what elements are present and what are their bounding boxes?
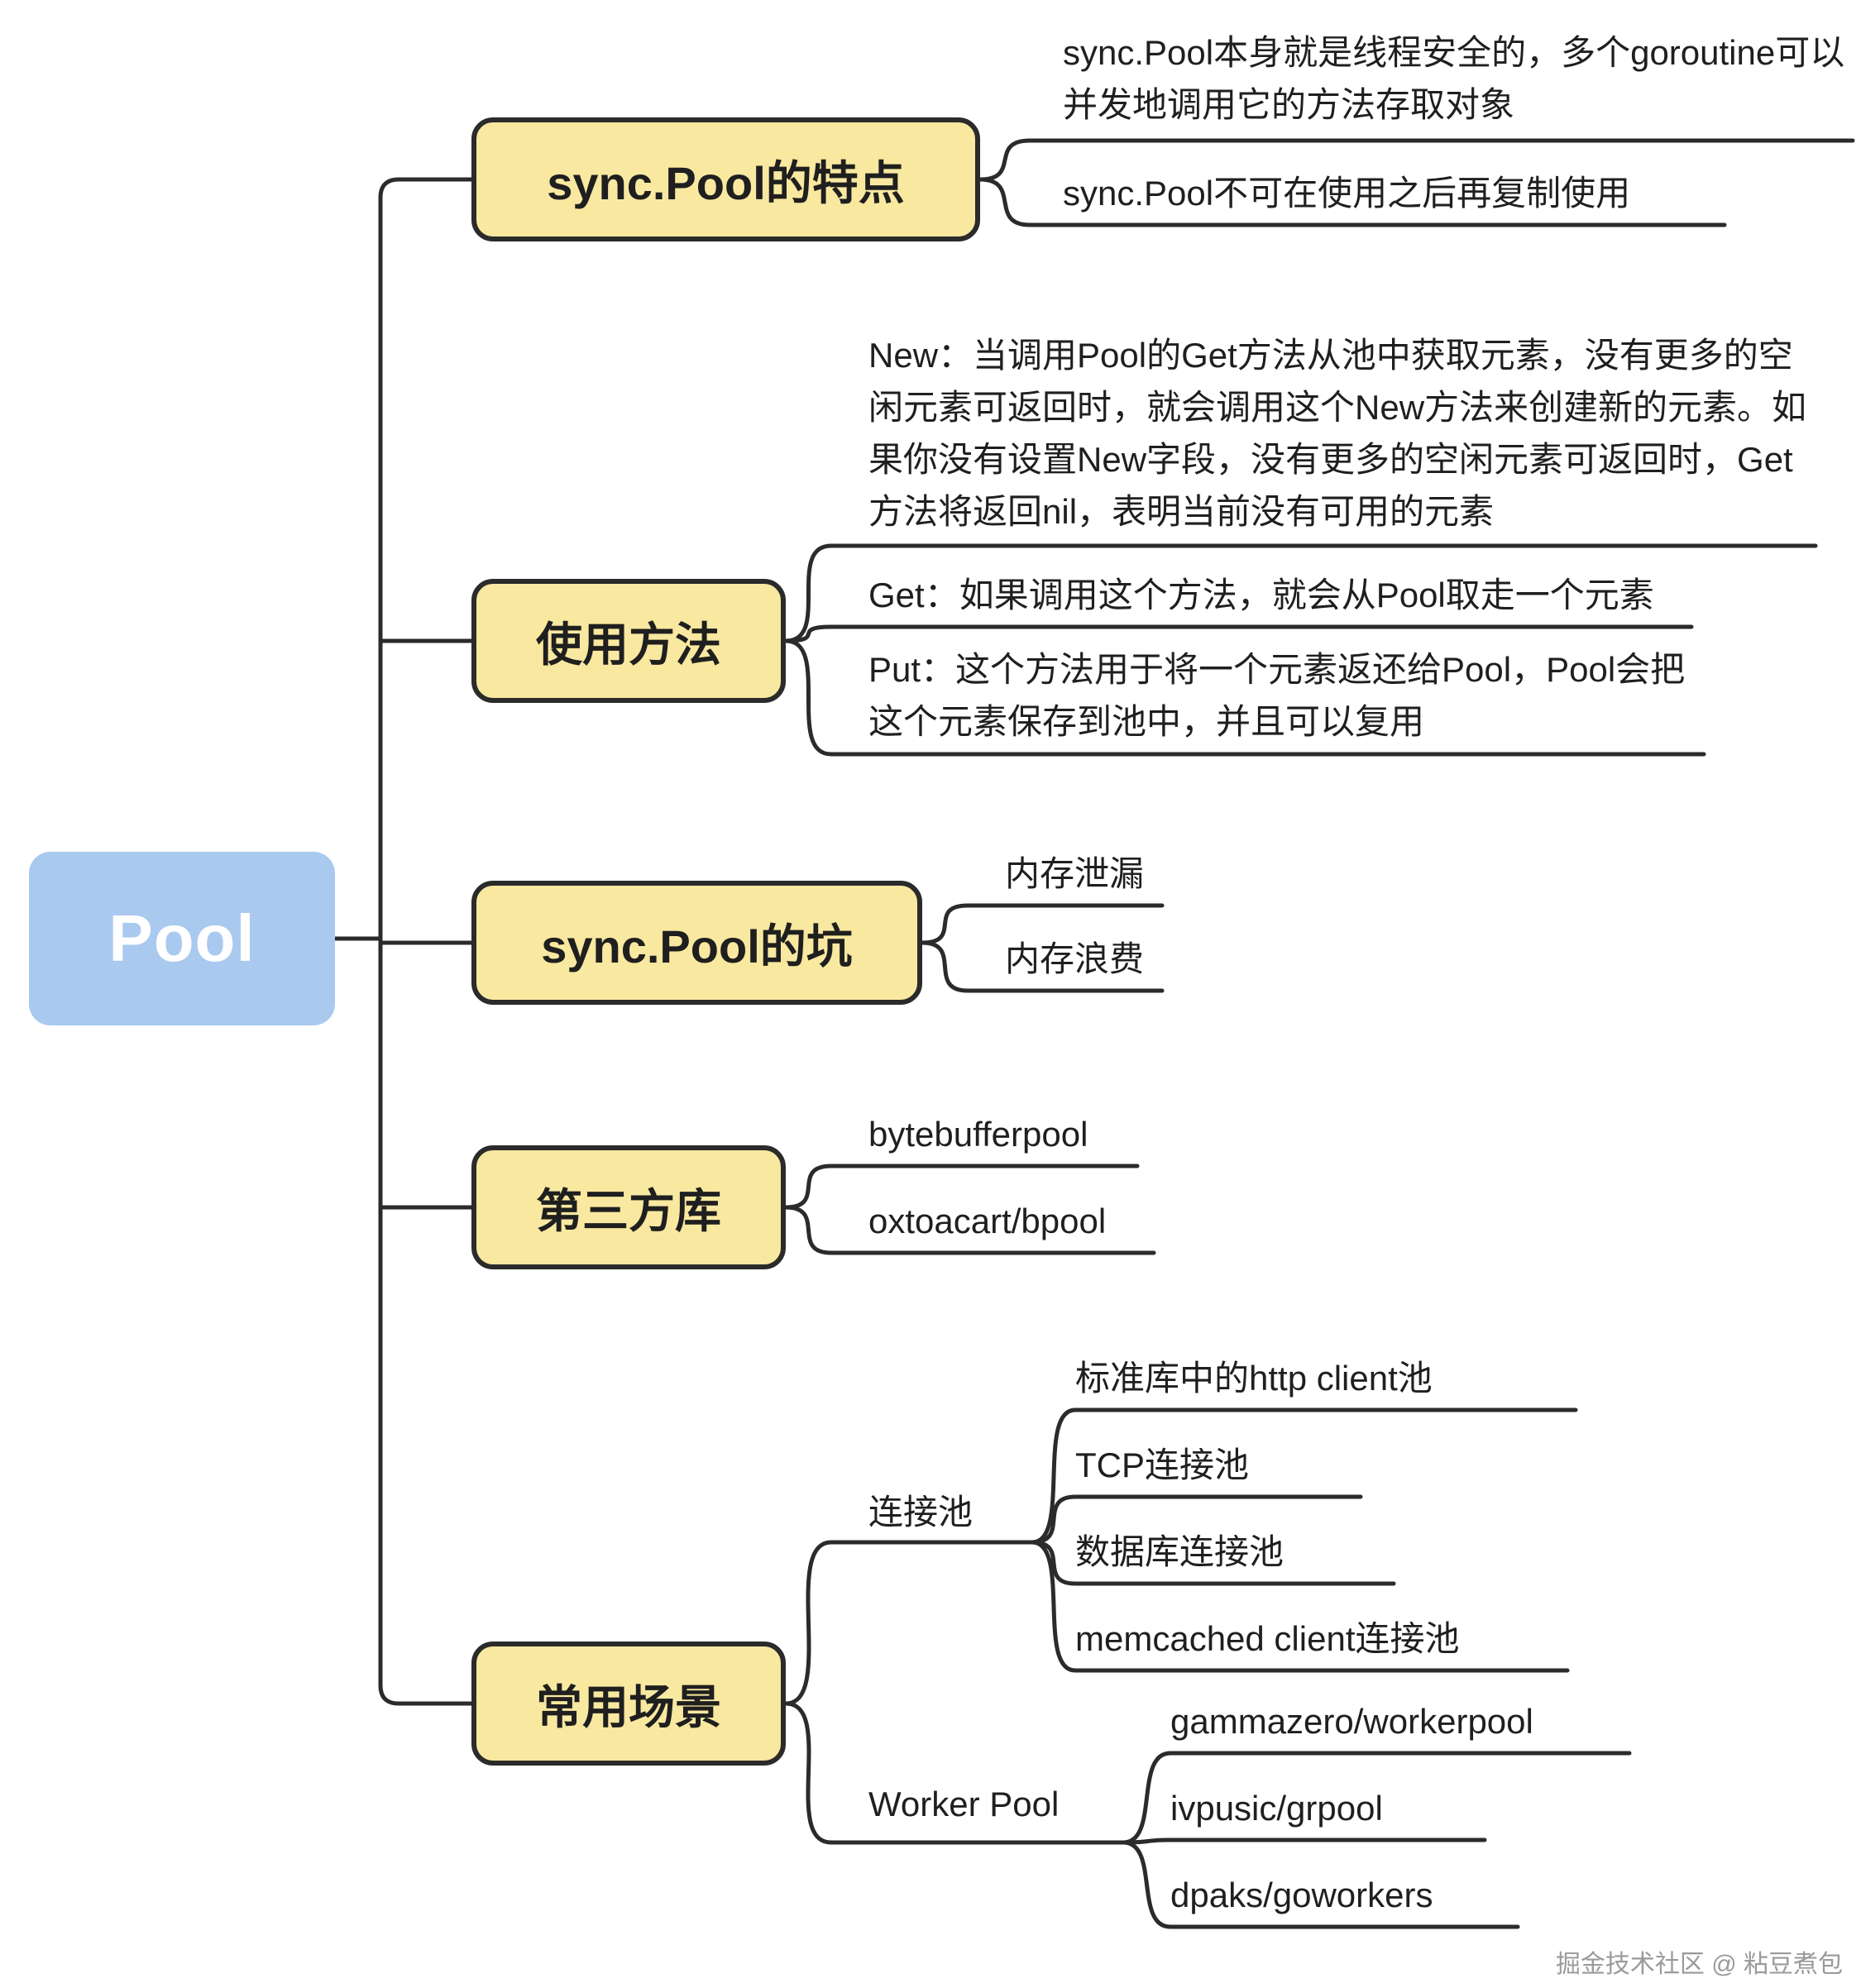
leaf-threadsafe[interactable]: sync.Pool本身就是线程安全的，多个goroutine可以并发地调用它的方… — [1063, 33, 1845, 124]
leaf-http-client-pool[interactable]: 标准库中的http client池 — [1075, 1359, 1433, 1398]
branch-node-label: 使用方法 — [536, 618, 721, 671]
branch-node-scenarios[interactable]: 常用场景 — [471, 1642, 786, 1766]
root-node-label: Pool — [108, 901, 256, 975]
leaf-memcached-pool[interactable]: memcached client连接池 — [1075, 1619, 1460, 1658]
branch-node-label: 常用场景 — [536, 1680, 721, 1733]
leaf-gammazero-workerpool[interactable]: gammazero/workerpool — [1170, 1702, 1533, 1741]
leaf-new-method[interactable]: New：当调用Pool的Get方法从池中获取元素，没有更多的空闲元素可返回时，就… — [868, 336, 1807, 531]
branch-node-features[interactable]: sync.Pool的特点 — [471, 117, 980, 241]
leaf-no-copy[interactable]: sync.Pool不可在使用之后再复制使用 — [1063, 174, 1631, 213]
leaf-tcp-pool[interactable]: TCP连接池 — [1075, 1446, 1250, 1484]
leaf-bytebufferpool[interactable]: bytebufferpool — [868, 1115, 1088, 1154]
leaf-put-method[interactable]: Put：这个方法用于将一个元素返还给Pool，Pool会把这个元素保存到池中，并… — [868, 650, 1686, 741]
leaf-memory-waste[interactable]: 内存浪费 — [1005, 939, 1145, 978]
branch-node-label: 第三方库 — [536, 1184, 721, 1237]
leaf-db-pool[interactable]: 数据库连接池 — [1075, 1532, 1285, 1571]
watermark: 掘金技术社区 @ 粘豆煮包 — [1555, 1951, 1843, 1978]
leaf-dpaks-goworkers[interactable]: dpaks/goworkers — [1170, 1876, 1433, 1914]
branch-node-pitfalls[interactable]: sync.Pool的坑 — [471, 881, 922, 1005]
branch-node-thirdparty[interactable]: 第三方库 — [471, 1145, 786, 1269]
branch-node-label: sync.Pool的坑 — [541, 920, 853, 972]
leaf-ivpusic-grpool[interactable]: ivpusic/grpool — [1170, 1789, 1383, 1828]
leaf-memory-leak[interactable]: 内存泄漏 — [1005, 854, 1145, 893]
branch-node-label: sync.Pool的特点 — [547, 156, 905, 209]
subbranch-connection-pool[interactable]: 连接池 — [868, 1493, 974, 1532]
branch-node-usage[interactable]: 使用方法 — [471, 579, 786, 703]
subbranch-worker-pool[interactable]: Worker Pool — [868, 1785, 1060, 1823]
leaf-bpool[interactable]: oxtoacart/bpool — [868, 1202, 1107, 1240]
leaf-get-method[interactable]: Get：如果调用这个方法，就会从Pool取走一个元素 — [868, 576, 1654, 614]
root-node-pool[interactable]: Pool — [29, 852, 335, 1025]
